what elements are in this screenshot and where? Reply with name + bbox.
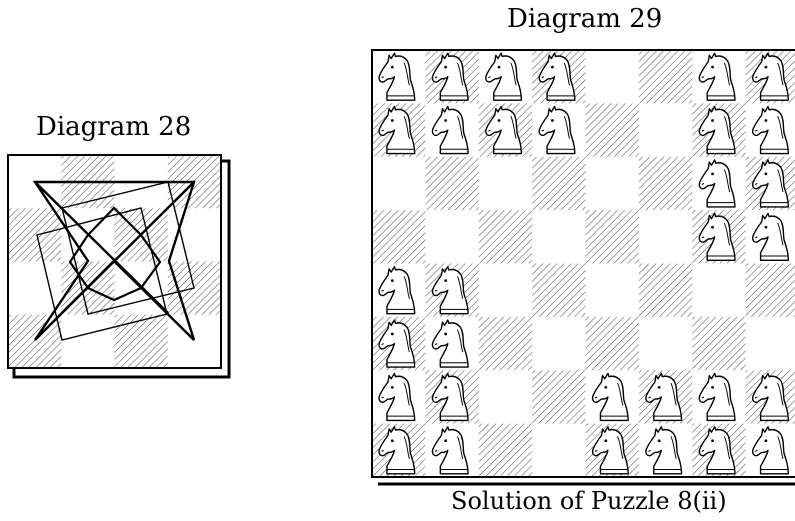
board-29-dark-square	[532, 264, 585, 317]
board-29-dark-square	[425, 157, 478, 210]
board-29-dark-square	[532, 157, 585, 210]
board-29-dark-square	[639, 264, 692, 317]
board-29-dark-square	[639, 157, 692, 210]
board-29-dark-square	[692, 317, 745, 370]
board-28-dark-square	[8, 208, 61, 261]
diagram-28-board	[8, 155, 229, 377]
board-29-dark-square	[586, 103, 639, 156]
board-29-dark-square	[746, 264, 795, 317]
diagram-29-board	[372, 50, 795, 484]
board-29-dark-square	[532, 370, 585, 423]
board-28-dark-square	[115, 315, 168, 368]
board-29-dark-square	[479, 317, 532, 370]
board-29-dark-square	[586, 210, 639, 263]
board-29-dark-square	[479, 424, 532, 477]
board-29-dark-square	[479, 210, 532, 263]
board-29-dark-square	[372, 210, 425, 263]
board-29-dark-square	[586, 317, 639, 370]
board-29-dark-square	[639, 50, 692, 103]
